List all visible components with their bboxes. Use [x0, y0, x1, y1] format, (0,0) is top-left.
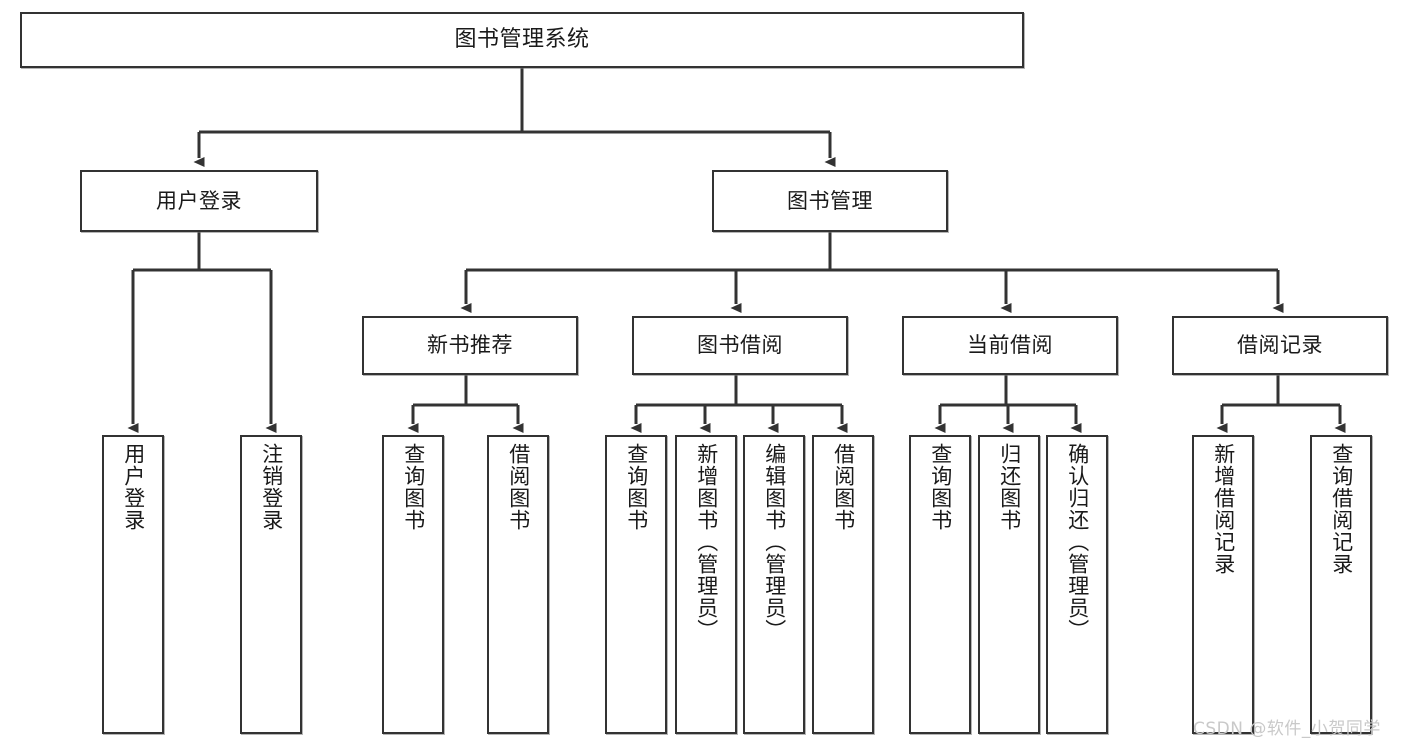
node-book-borrow[interactable]: 图书借阅: [632, 316, 848, 375]
node-root-system[interactable]: 图书管理系统: [20, 12, 1024, 68]
node-leaf-query-book-3[interactable]: 查询图书: [909, 435, 971, 734]
node-leaf-query-record[interactable]: 查询借阅记录: [1310, 435, 1372, 734]
node-borrow-record[interactable]: 借阅记录: [1172, 316, 1388, 375]
node-label: 图书管理: [787, 188, 873, 213]
node-label: 查询图书: [401, 443, 426, 531]
node-current-borrow[interactable]: 当前借阅: [902, 316, 1118, 375]
node-label: 图书借阅: [697, 333, 783, 358]
node-leaf-borrow-book-1[interactable]: 借阅图书: [487, 435, 549, 734]
node-label: 用户登录: [121, 443, 146, 531]
node-leaf-query-book-1[interactable]: 查询图书: [382, 435, 444, 734]
csdn-watermark: CSDN @软件_小贺同学: [1193, 719, 1381, 739]
node-leaf-add-record[interactable]: 新增借阅记录: [1192, 435, 1254, 734]
node-leaf-return-book[interactable]: 归还图书: [978, 435, 1040, 734]
node-label: 新书推荐: [427, 333, 513, 358]
node-label: 新增借阅记录: [1211, 443, 1236, 575]
node-leaf-user-login[interactable]: 用户登录: [102, 435, 164, 734]
node-leaf-query-book-2[interactable]: 查询图书: [605, 435, 667, 734]
node-label: 注销登录: [259, 443, 284, 531]
node-label: 编辑图书（管理员）: [762, 443, 787, 641]
node-label: 查询图书: [624, 443, 649, 531]
node-leaf-logout[interactable]: 注销登录: [240, 435, 302, 734]
node-label: 图书管理系统: [454, 27, 590, 53]
node-label: 归还图书: [997, 443, 1022, 531]
node-label: 查询借阅记录: [1329, 443, 1354, 575]
node-user-login[interactable]: 用户登录: [80, 170, 318, 232]
node-label: 借阅图书: [506, 443, 531, 531]
node-leaf-add-book[interactable]: 新增图书（管理员）: [675, 435, 737, 734]
node-label: 借阅图书: [831, 443, 856, 531]
node-label: 确认归还（管理员）: [1065, 443, 1090, 641]
node-leaf-confirm-return[interactable]: 确认归还（管理员）: [1046, 435, 1108, 734]
node-book-manage[interactable]: 图书管理: [712, 170, 948, 232]
node-new-book-rec[interactable]: 新书推荐: [362, 316, 578, 375]
node-leaf-edit-book[interactable]: 编辑图书（管理员）: [743, 435, 805, 734]
node-label: 借阅记录: [1237, 333, 1323, 358]
node-leaf-borrow-book-2[interactable]: 借阅图书: [812, 435, 874, 734]
node-label: 新增图书（管理员）: [694, 443, 719, 641]
node-label: 用户登录: [156, 188, 242, 213]
node-label: 查询图书: [928, 443, 953, 531]
node-label: 当前借阅: [967, 333, 1053, 358]
